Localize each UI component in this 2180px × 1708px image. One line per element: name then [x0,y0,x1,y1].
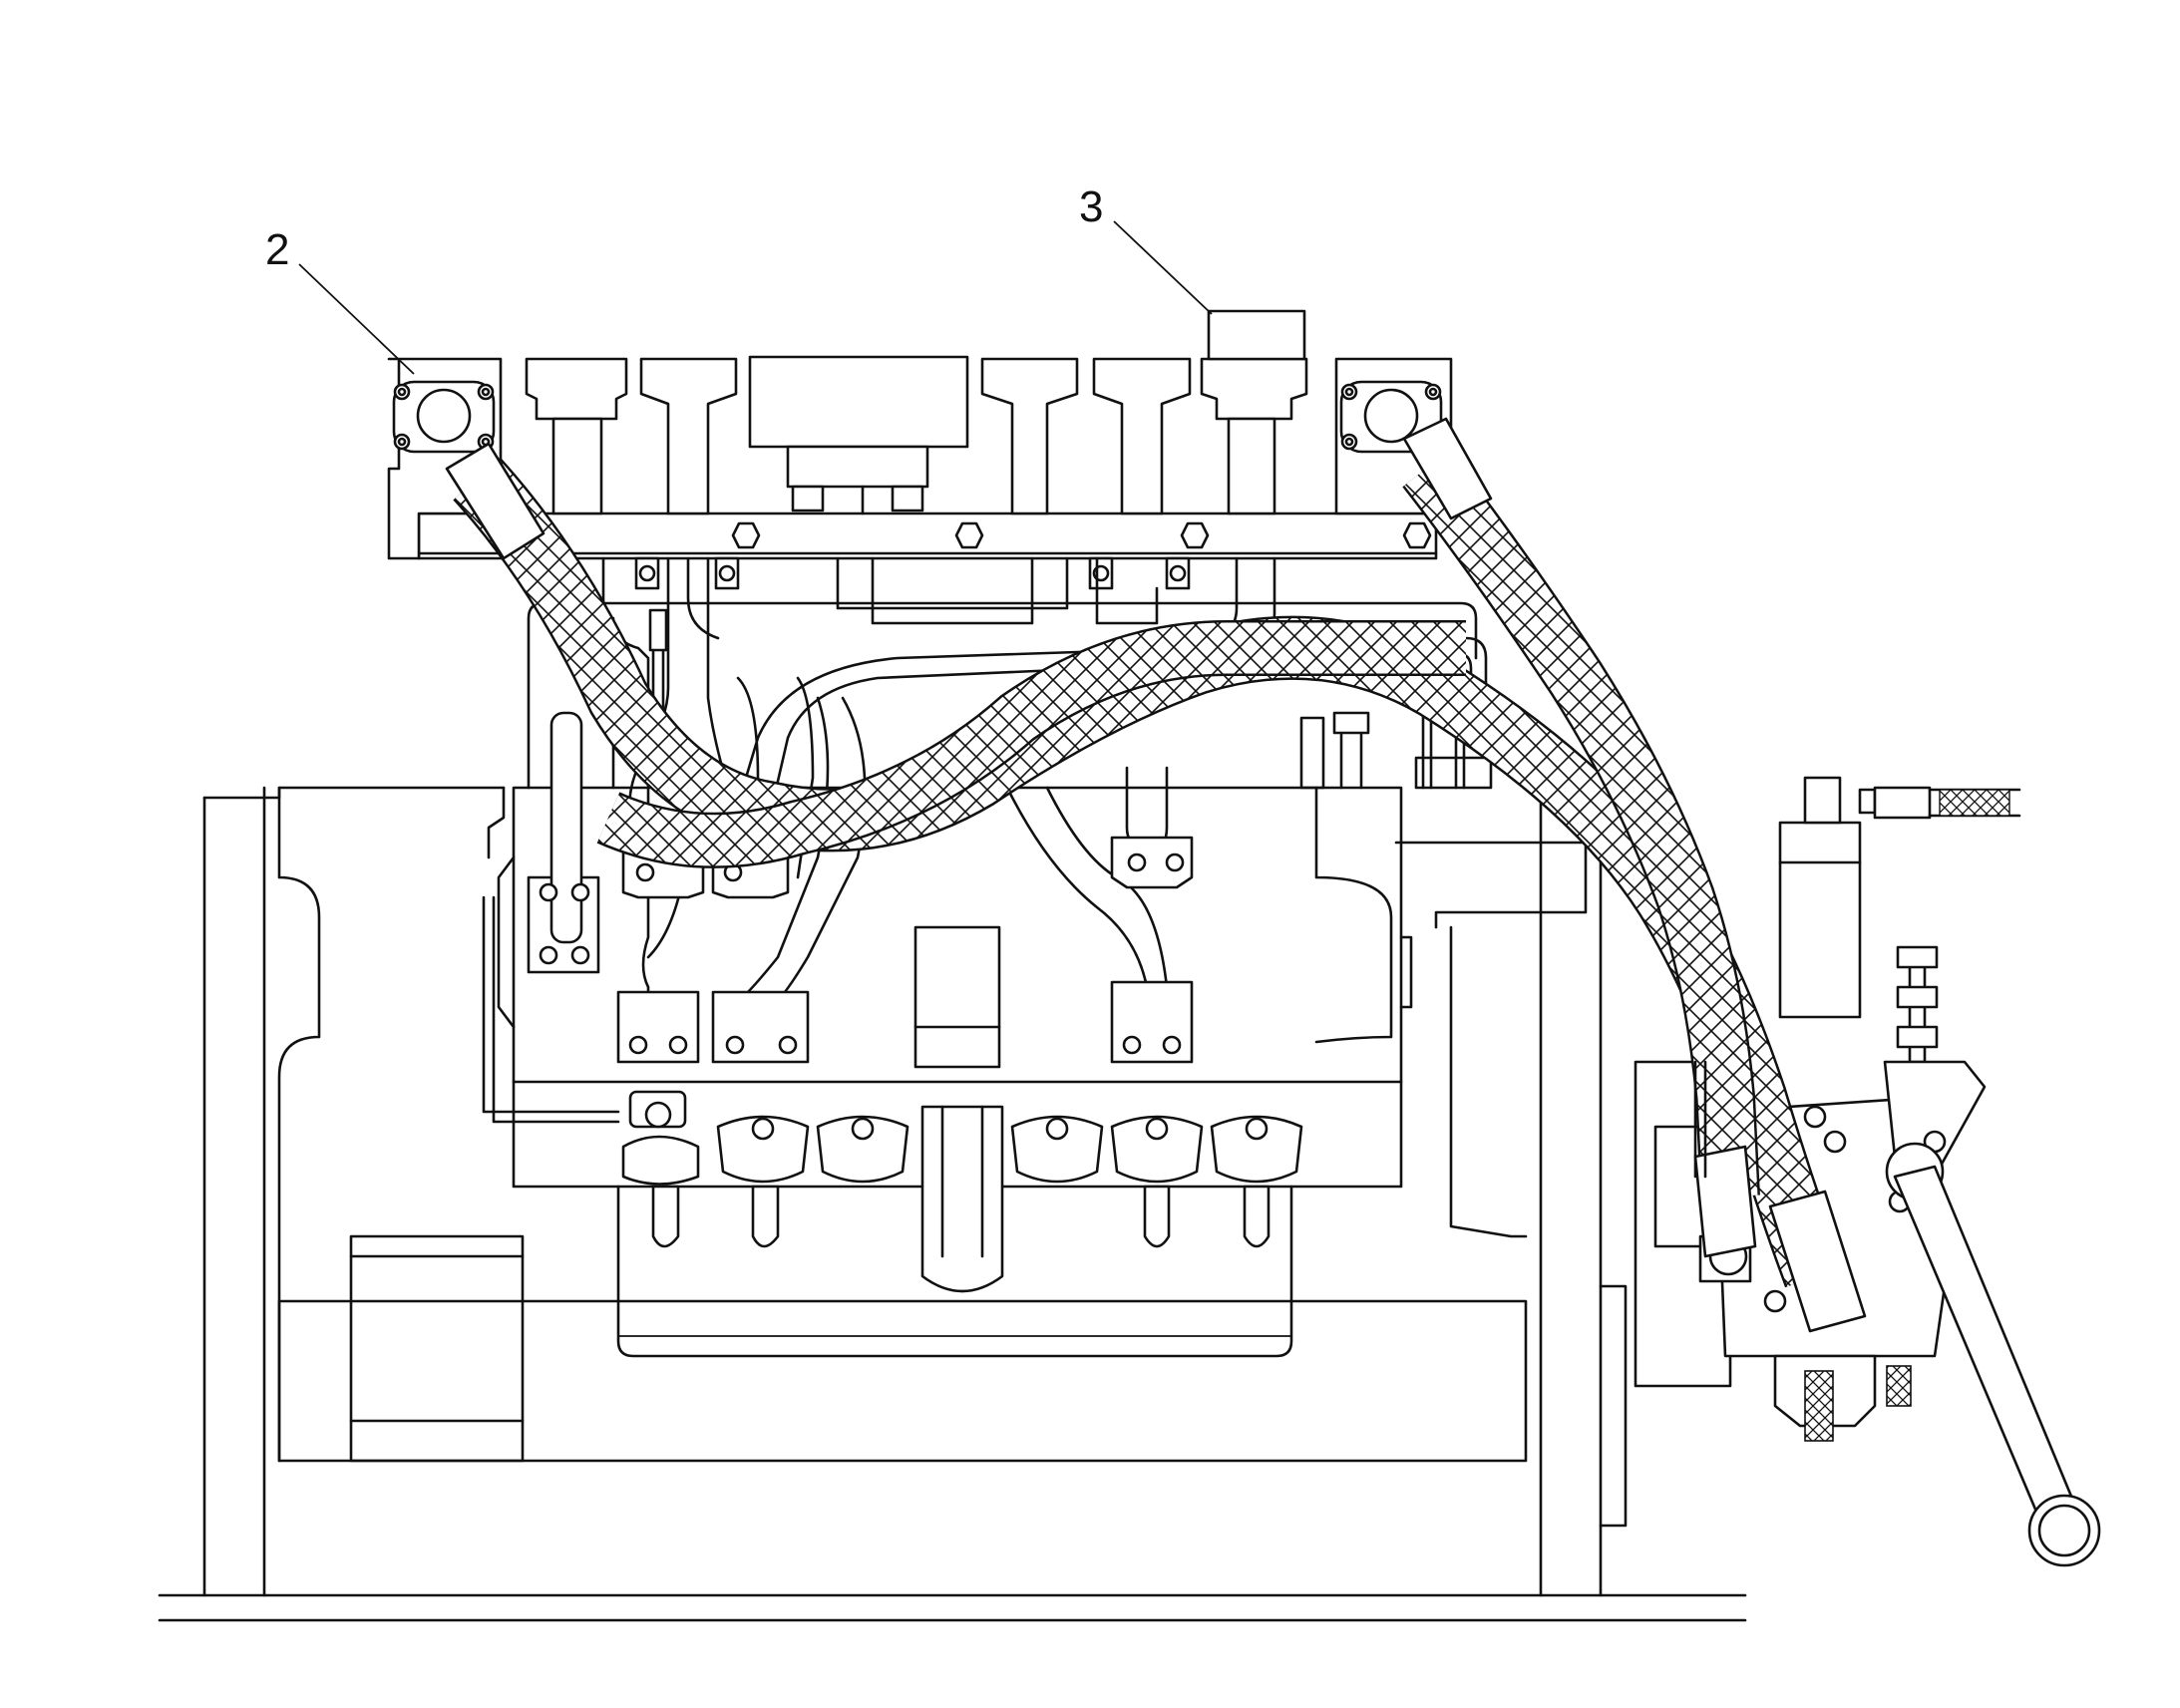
rail-lower-nuts [634,556,1191,590]
side-box [349,1234,525,1463]
callout-2: 2 [265,225,415,375]
top-rail [417,512,1438,560]
callout-2-label: 2 [265,225,289,274]
ground-lines [158,1593,1747,1622]
rail-bolts [731,521,1432,549]
lower-block [616,1185,1293,1358]
top-connectors [525,309,1308,515]
callout-3: 3 [1079,182,1213,315]
flexible-hoses [445,417,1867,1333]
drain-plugs [651,1105,1271,1293]
lower-plugs [621,1090,1303,1186]
machine-frame [202,786,1628,1597]
lever [1693,1060,2101,1567]
manifold-fittings [527,711,1370,1064]
callout-3-label: 3 [1079,182,1103,231]
valve-manifold-body [482,786,1413,1189]
